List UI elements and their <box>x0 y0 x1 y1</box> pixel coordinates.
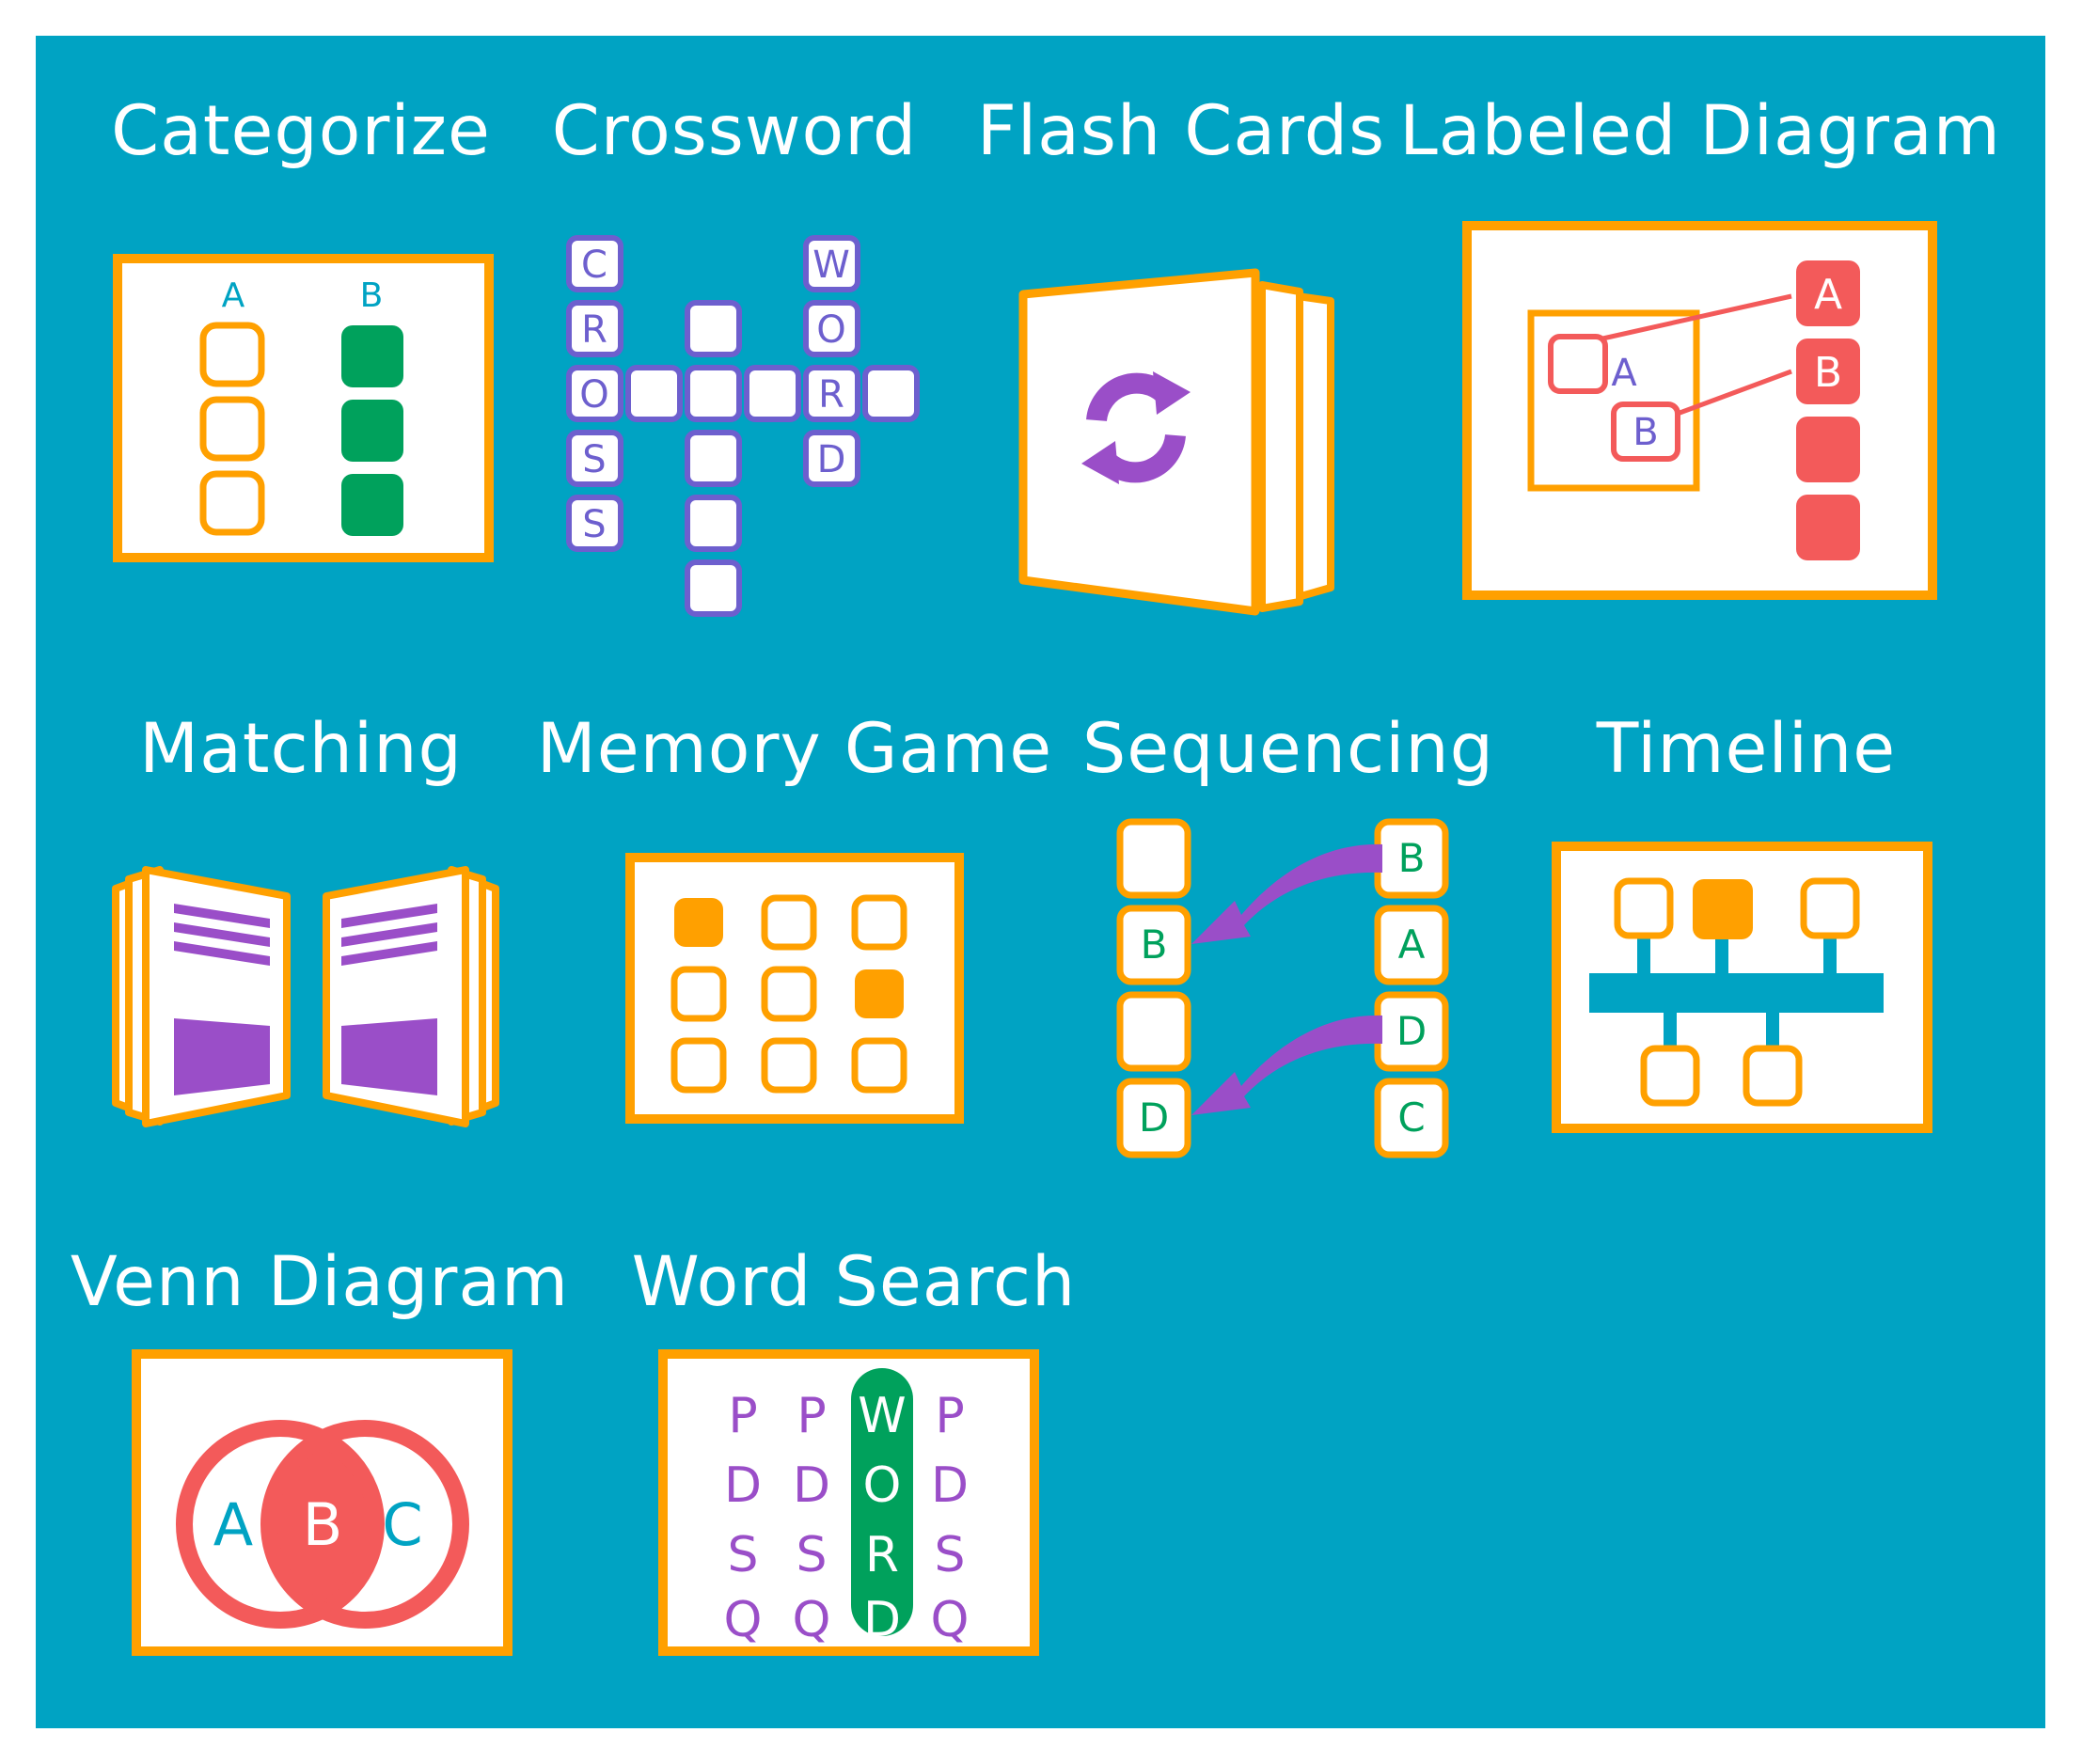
memory-game-icon[interactable] <box>625 853 964 1126</box>
move-arrow-icon <box>1191 843 1382 1115</box>
grid-letter: P <box>935 1388 964 1444</box>
crossword-letter: O <box>816 308 845 352</box>
sequencing-icon[interactable]: B D B A D C <box>1114 816 1453 1164</box>
found-word-highlight <box>851 1368 913 1636</box>
label-venn-diagram[interactable]: Venn Diagram <box>70 1242 570 1322</box>
grid-letter: O <box>863 1457 902 1514</box>
crossword-letter: W <box>812 244 850 287</box>
diagram-inner-label: B <box>1632 411 1658 454</box>
crossword-letter: O <box>579 373 608 417</box>
filled-slot <box>341 325 403 387</box>
label-categorize[interactable]: Categorize <box>111 91 491 171</box>
timeline-icon[interactable] <box>1552 842 1932 1135</box>
flash-cards-icon[interactable] <box>1016 268 1340 621</box>
sequence-tile: C <box>1397 1095 1425 1141</box>
grid-letter: Q <box>724 1592 763 1648</box>
grid-letter: S <box>727 1527 758 1583</box>
labeled-diagram-icon[interactable]: A B A B <box>1462 221 1937 602</box>
venn-diagram-icon[interactable]: A B C <box>132 1349 517 1660</box>
venn-region-a: A <box>213 1490 253 1559</box>
label-labeled-diagram[interactable]: Labeled Diagram <box>1399 91 2001 171</box>
crossword-letter: S <box>582 503 606 546</box>
diagram-tag-a: A <box>1814 271 1842 319</box>
sequence-tile: B <box>1398 835 1426 881</box>
label-timeline[interactable]: Timeline <box>1596 709 1897 789</box>
sequence-tile: D <box>1396 1008 1427 1054</box>
word-search-icon[interactable]: P P W P D D O D S S R S Q Q D Q <box>658 1349 1039 1660</box>
grid-letter: S <box>796 1527 827 1583</box>
sequence-tile: A <box>1398 921 1426 968</box>
sequence-slot: D <box>1139 1095 1169 1141</box>
diagram-inner-label: A <box>1611 352 1637 395</box>
open-books-icon[interactable] <box>108 860 503 1133</box>
grid-letter: D <box>863 1592 901 1648</box>
sequence-slot: B <box>1141 921 1168 968</box>
crossword-letter: D <box>817 438 846 481</box>
diagram-tag-b: B <box>1814 349 1842 397</box>
filled-slot <box>341 400 403 462</box>
crossword-letter: C <box>581 244 607 287</box>
crossword-letter: R <box>581 308 607 352</box>
column-a-label: A <box>222 276 245 315</box>
memory-grid-icon <box>670 894 907 1094</box>
venn-region-b: B <box>303 1490 343 1559</box>
crossword-icon[interactable]: C R O S S W O R D <box>564 233 926 623</box>
label-sequencing[interactable]: Sequencing <box>1081 709 1495 789</box>
empty-slot <box>199 470 265 536</box>
grid-letter: Q <box>931 1592 970 1648</box>
grid-letter: R <box>865 1527 899 1583</box>
grid-letter: D <box>931 1457 969 1514</box>
venn-region-c: C <box>382 1490 422 1559</box>
grid-letter: D <box>793 1457 830 1514</box>
grid-letter: P <box>797 1388 826 1444</box>
filled-slot <box>341 474 403 536</box>
column-b-label: B <box>360 276 384 315</box>
crossword-letter: R <box>818 373 844 417</box>
categorize-icon[interactable]: A B <box>113 254 498 564</box>
empty-slot <box>199 322 265 387</box>
label-memory-game[interactable]: Memory Game <box>536 709 1053 789</box>
label-matching[interactable]: Matching <box>139 709 463 789</box>
grid-letter: D <box>724 1457 762 1514</box>
grid-letter: W <box>858 1388 906 1444</box>
flip-cards-icon <box>1081 371 1191 484</box>
crossword-letter: S <box>582 438 606 481</box>
label-crossword[interactable]: Crossword <box>551 91 918 171</box>
label-word-search[interactable]: Word Search <box>631 1242 1077 1322</box>
grid-letter: Q <box>793 1592 831 1648</box>
label-flash-cards[interactable]: Flash Cards <box>976 91 1386 171</box>
empty-slot <box>199 396 265 462</box>
grid-letter: S <box>934 1527 965 1583</box>
grid-letter: P <box>728 1388 757 1444</box>
